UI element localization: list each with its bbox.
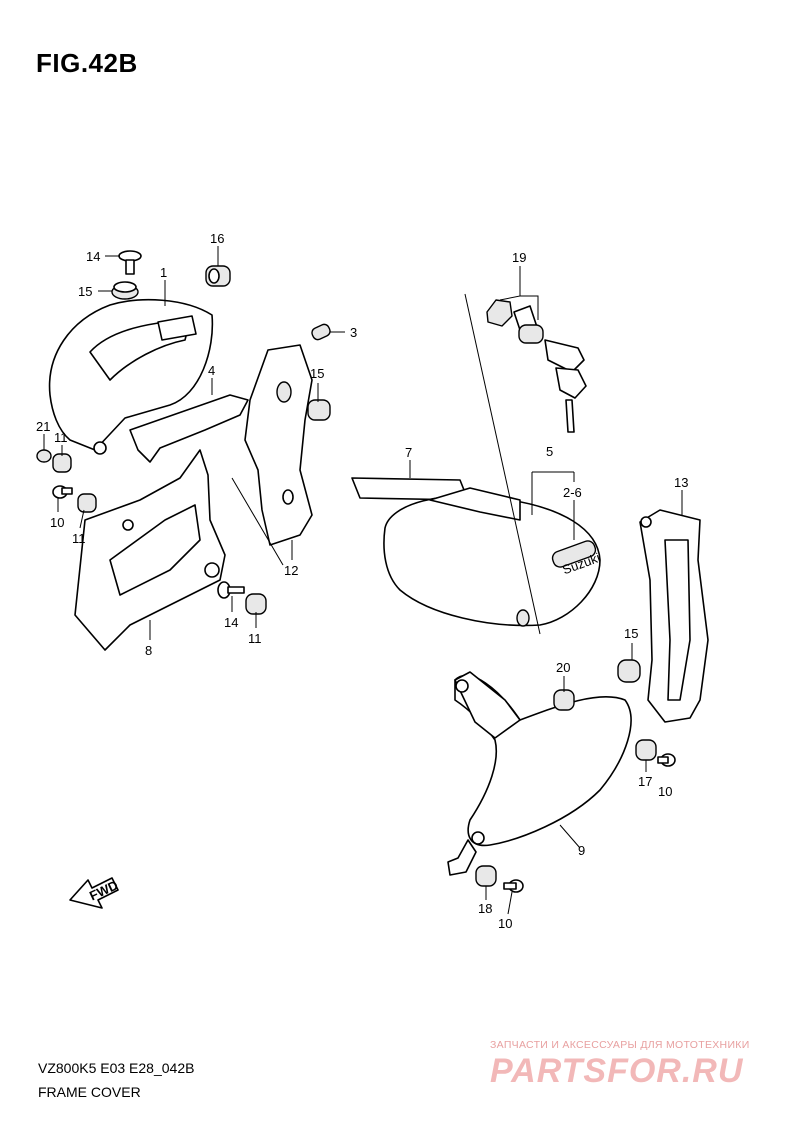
callout-7: 7 (405, 445, 412, 460)
part-11-cushion-c[interactable] (245, 593, 267, 615)
part-11-cushion-b[interactable] (77, 493, 97, 513)
callout-3: 3 (350, 325, 357, 340)
part-14-screw-lower[interactable] (217, 581, 245, 599)
part-4-plate[interactable] (129, 394, 249, 463)
callout-15: 15 (624, 626, 638, 641)
part-19-lock-set[interactable] (486, 299, 587, 433)
callout-18: 18 (478, 901, 492, 916)
part-9-frame-cover-right[interactable] (447, 671, 632, 876)
callout-5: 5 (546, 444, 553, 459)
watermark-logo: PARTSFOR.RU (490, 1052, 744, 1090)
model-code: VZ800K5 E03 E28_042B (38, 1060, 195, 1076)
callout-14: 14 (224, 615, 238, 630)
part-15-grommet-middle[interactable] (307, 399, 331, 421)
callout-8: 8 (145, 643, 152, 658)
part-1-frame-cover-upper[interactable] (48, 298, 214, 455)
fwd-arrow-icon: FWD (69, 877, 120, 909)
callouts: 14 15 1 16 3 4 21 11 10 11 8 14 11 12 15… (36, 231, 688, 931)
callout-12: 12 (284, 563, 298, 578)
part-3-spacer[interactable] (310, 323, 331, 341)
part-10-bolt-bottom[interactable] (503, 879, 524, 893)
part-5-side-cover[interactable]: Suzuki (383, 293, 602, 635)
callout-19: 19 (512, 250, 526, 265)
callout-11: 11 (54, 430, 68, 445)
figure-title: FIG.42B (36, 48, 138, 78)
part-14-screw-top[interactable] (118, 250, 142, 275)
callout-10: 10 (658, 784, 672, 799)
callout-15: 15 (310, 366, 324, 381)
callout-21: 21 (36, 419, 50, 434)
callout-16: 16 (210, 231, 224, 246)
fwd-label: FWD (87, 877, 120, 903)
part-21-nut[interactable] (36, 449, 52, 463)
callout-9: 9 (578, 843, 585, 858)
watermark-caption: ЗАПЧАСТИ И АКСЕССУАРЫ ДЛЯ МОТОТЕХНИКИ (490, 1039, 750, 1051)
callout-14: 14 (86, 249, 100, 264)
part-20-cushion[interactable] (553, 689, 575, 711)
part-18-cushion[interactable] (475, 865, 497, 887)
part-8-frame-cover-lower[interactable] (74, 449, 226, 651)
callout-2-6: 2-6 (563, 485, 582, 500)
callout-10: 10 (498, 916, 512, 931)
callout-13: 13 (674, 475, 688, 490)
callout-17: 17 (638, 774, 652, 789)
callout-10: 10 (50, 515, 64, 530)
callout-15: 15 (78, 284, 92, 299)
part-17-cushion[interactable] (635, 739, 657, 761)
figure-name: FRAME COVER (38, 1084, 141, 1100)
part-13-trim[interactable] (639, 509, 709, 723)
callout-11: 11 (72, 531, 86, 546)
callout-4: 4 (208, 363, 215, 378)
part-15-grommet-right[interactable] (617, 659, 641, 683)
part-15-grommet-top[interactable] (111, 281, 139, 300)
part-16-cushion[interactable] (205, 265, 231, 287)
part-10-bolt-right[interactable] (657, 753, 676, 767)
part-12-bracket[interactable] (231, 344, 313, 566)
part-11-cushion-a[interactable] (52, 453, 72, 473)
callout-1: 1 (160, 265, 167, 280)
callout-11: 11 (248, 631, 262, 646)
callout-20: 20 (556, 660, 570, 675)
part-10-bolt-left[interactable] (52, 485, 73, 499)
leader-lines (43, 246, 683, 915)
